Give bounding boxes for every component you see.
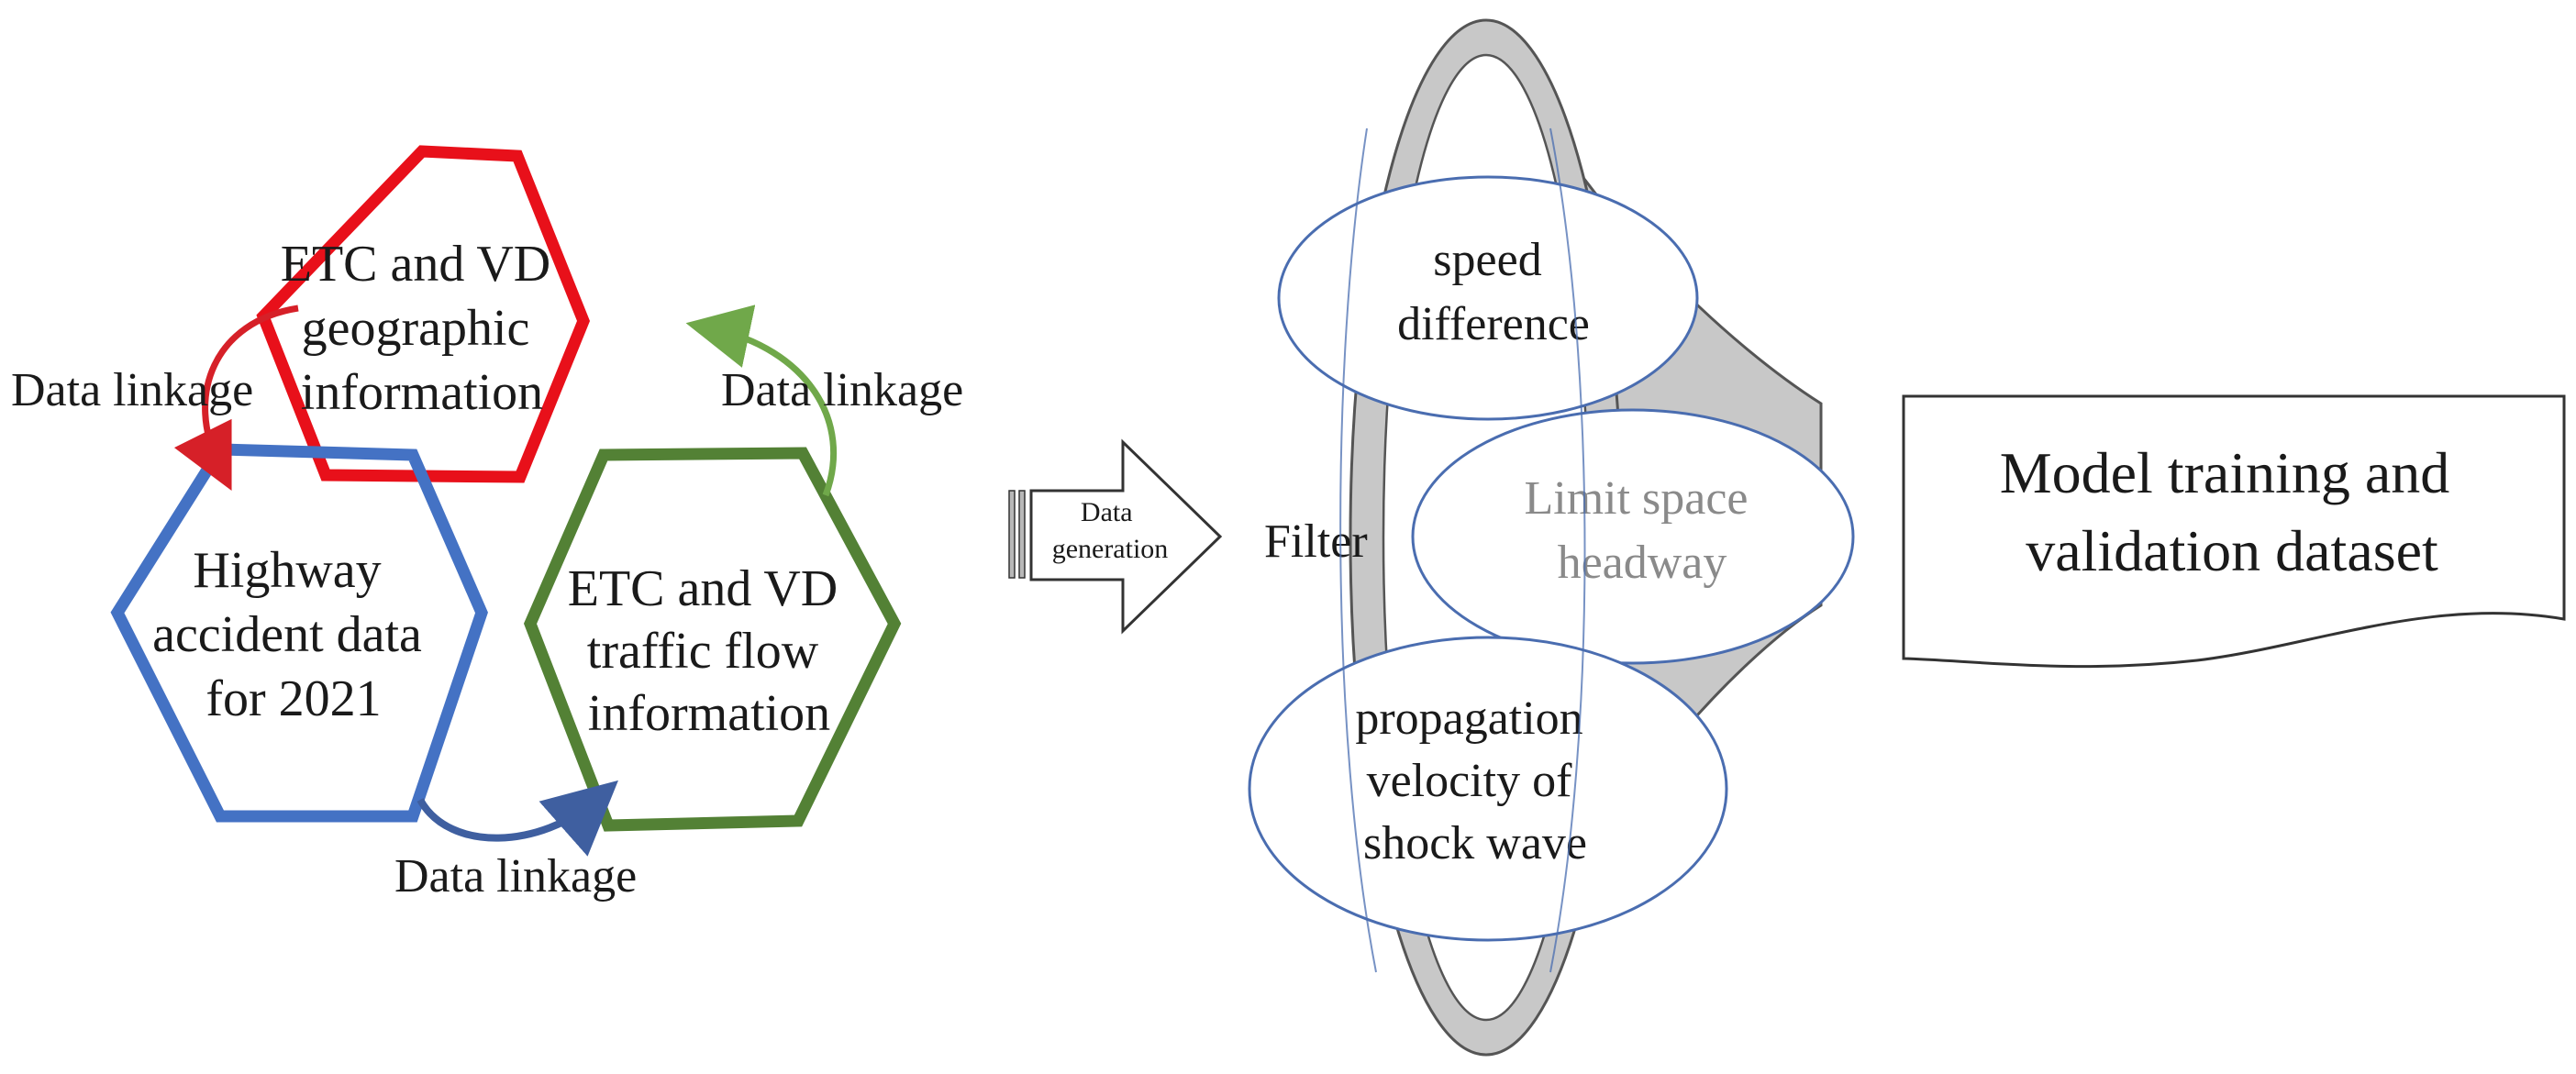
generation-arrow-line-2: generation <box>1052 534 1169 564</box>
hexagon-top-line-2: geographic <box>302 300 530 357</box>
svg-text:Highway accident data: Highway accident data for 2021 <box>152 542 435 727</box>
filter-criterion-speed-difference: speed difference <box>1277 175 1699 421</box>
criterion-ellipse-top <box>1277 175 1699 421</box>
criterion-bottom-line-2: velocity of <box>1367 755 1573 807</box>
filter-label: Filter <box>1264 515 1368 568</box>
criterion-bottom-line-1: propagation <box>1355 692 1582 745</box>
hexagon-right-shape <box>523 447 902 832</box>
hexagon-right-line-3: information <box>588 685 830 742</box>
rim-guide-left <box>1339 127 1377 973</box>
filter-criterion-limit-space-headway: Limit space headway <box>1411 408 1855 665</box>
svg-text:speed difference: speed difference <box>1397 234 1590 350</box>
criterion-ellipse-bottom <box>1248 636 1728 942</box>
hexagon-etc-vd-geographic: ETC and VD geographic information <box>256 145 591 483</box>
rim-guide-right <box>1549 127 1586 973</box>
hexagon-top-line-3: information <box>301 364 543 421</box>
document-shape <box>1902 394 2566 669</box>
svg-text:Model training and valid: Model training and validation dataset <box>2000 440 2465 583</box>
data-linkage-right: Data linkage <box>685 304 963 497</box>
filter-criterion-shock-wave: propagation velocity of shock wave <box>1248 636 1728 942</box>
svg-text:ETC and VD traffic flow: ETC and VD traffic flow information <box>568 560 851 742</box>
criterion-top-line-2: difference <box>1397 298 1590 350</box>
hexagon-left-shape <box>110 443 488 823</box>
criterion-bottom-line-3: shock wave <box>1363 817 1587 869</box>
hexagon-right-line-1: ETC and VD <box>568 560 838 617</box>
criterion-top-line-1: speed <box>1433 234 1541 286</box>
output-dataset-document: Model training and validation dataset <box>1902 394 2566 669</box>
svg-text:propagation velocity o: propagation velocity of shock wave <box>1355 692 1594 869</box>
svg-text:ETC and VD geographic: ETC and VD geographic information <box>281 236 564 421</box>
output-line-2: validation dataset <box>2026 518 2438 583</box>
output-line-1: Model training and <box>2000 440 2450 505</box>
curved-arrow-green <box>685 304 838 497</box>
data-linkage-right-label: Data linkage <box>721 364 963 416</box>
hexagon-highway-accident: Highway accident data for 2021 <box>110 443 488 823</box>
filter-funnel: Filter speed difference Limit space head… <box>1248 18 1855 1057</box>
hexagon-left-line-3: for 2021 <box>205 670 381 727</box>
data-generation-arrow: Data generation <box>1008 438 1223 635</box>
curved-arrow-blue <box>416 780 618 857</box>
generation-arrow-shape <box>1029 438 1223 635</box>
hexagon-left-line-1: Highway <box>193 542 381 599</box>
hexagon-top-line-1: ETC and VD <box>281 236 551 293</box>
criterion-ellipse-middle <box>1411 408 1855 665</box>
generation-arrow-line-1: Data <box>1081 497 1133 527</box>
criterion-middle-line-2: headway <box>1558 537 1727 589</box>
data-linkage-left: Data linkage <box>11 304 299 492</box>
criterion-middle-line-1: Limit space <box>1524 472 1748 525</box>
data-linkage-bottom: Data linkage <box>394 780 637 902</box>
hexagon-right-line-2: traffic flow <box>587 623 819 680</box>
generation-arrow-stripe-2 <box>1018 490 1026 579</box>
svg-text:Data generation: Data generation <box>1052 497 1169 564</box>
data-linkage-bottom-label: Data linkage <box>394 850 637 902</box>
hexagon-etc-vd-traffic-flow: ETC and VD traffic flow information <box>523 447 902 832</box>
hexagon-left-line-2: accident data <box>152 606 422 663</box>
generation-arrow-stripe-1 <box>1008 490 1016 579</box>
data-linkage-left-label: Data linkage <box>11 364 253 416</box>
curved-arrow-red <box>173 304 299 492</box>
